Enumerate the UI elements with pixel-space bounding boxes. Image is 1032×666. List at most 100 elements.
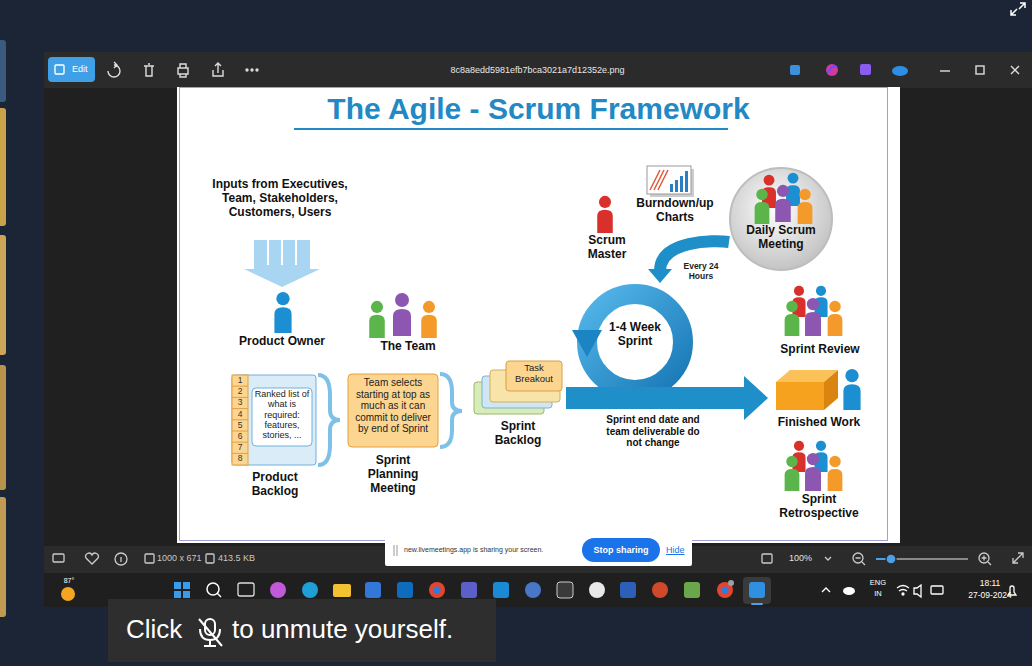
status-bar-icons	[120, 557, 121, 562]
finished-work-icon	[843, 369, 860, 410]
node-text: Team selects starting at top as much as …	[350, 377, 436, 435]
product-owner-icon	[274, 292, 291, 333]
toolbar-icons	[826, 64, 838, 76]
task-cards	[506, 361, 562, 391]
taskbar-app-icon	[429, 582, 445, 598]
taskbar	[743, 577, 771, 604]
tray-icons	[897, 586, 909, 592]
node-text: 1-4 Week Sprint	[600, 321, 670, 349]
taskbar-app-icon	[174, 580, 765, 598]
toolbar-icons	[213, 63, 223, 76]
burndown-chart-icon	[647, 166, 694, 197]
taskbar-app-icon	[620, 582, 636, 598]
taskbar-app-icon	[333, 584, 351, 597]
finished-work-icon	[776, 369, 861, 410]
sprint-review-icon	[785, 286, 843, 336]
image-size: 1000 x 671	[157, 553, 205, 563]
expand-icon	[1011, 3, 1025, 15]
link-label: Hide	[666, 545, 690, 555]
retrospective-icon	[828, 456, 843, 491]
planning-note	[348, 374, 438, 447]
taskbar-app-icon	[589, 582, 605, 598]
daily-scrum-disc	[798, 189, 813, 224]
daily-scrum-disc	[755, 189, 770, 224]
viewer-window	[44, 52, 1032, 573]
row-number: 7	[233, 443, 247, 453]
image-canvas	[294, 128, 728, 130]
status-bar-icons	[86, 553, 99, 564]
sprint-review: Sprint Review	[770, 283, 870, 359]
status-bar-icons	[53, 554, 64, 562]
team-icon	[421, 301, 437, 338]
taskbar-app-icon	[728, 580, 734, 586]
screen-share-bar	[385, 534, 692, 566]
role-node: Product Owner	[232, 288, 332, 354]
taskbar	[61, 587, 75, 601]
thumbnail-strip	[0, 235, 6, 355]
toast-text: to unmute yourself.	[232, 615, 494, 645]
language: ENG	[865, 579, 891, 588]
taskbar-app-icon	[525, 582, 541, 598]
finished-work-icon	[824, 370, 838, 410]
status-bar-icons	[982, 556, 992, 566]
connector-label: Every 24 Hours	[678, 262, 724, 282]
taskbar-app-icon	[174, 591, 181, 598]
toolbar-icons	[1011, 66, 1019, 74]
taskbar-app-icon	[302, 582, 318, 598]
toast-text: Click	[126, 615, 194, 645]
viewer-window	[44, 52, 1032, 573]
temperature: 87°	[58, 577, 80, 585]
team-icon	[369, 293, 437, 338]
image-canvas	[177, 87, 900, 543]
retrospective-icon	[805, 453, 821, 491]
product-backlog-list	[252, 388, 312, 446]
clock-date: 27-09-2024	[958, 591, 1022, 601]
input-arrow	[268, 240, 296, 265]
taskbar-app-icon	[493, 582, 509, 598]
clock-time: 18:11	[970, 579, 1010, 589]
row-number: 1	[233, 376, 247, 386]
thumbnail-strip	[0, 365, 6, 490]
input-arrow	[244, 240, 320, 287]
row-number: 6	[233, 432, 247, 442]
taskbar-app-icon	[557, 582, 573, 598]
thumbnail-strip	[0, 40, 6, 102]
node-text: Scrum Master	[577, 234, 637, 262]
node-text: Inputs from Executives, Team, Stakeholde…	[200, 178, 360, 219]
file-name: 8c8a8edd5981efb7bca3021a7d12352e.png	[430, 65, 645, 75]
screen-share-bar	[385, 534, 692, 566]
taskbar-app-icon	[461, 582, 477, 598]
sprint-arrow	[566, 387, 748, 409]
toolbar-icons	[108, 62, 120, 77]
thumbnail-strip	[0, 497, 6, 617]
taskbar-app-icon	[722, 587, 729, 594]
product-backlog-list	[232, 375, 316, 465]
taskbar-app-icon	[397, 582, 413, 598]
node-text: Product Owner	[232, 335, 332, 349]
button-label: Edit	[72, 64, 94, 74]
node-heading: Sprint Planning Meeting	[358, 454, 428, 495]
diagram-note: Sprint end date and team deliverable do …	[598, 414, 708, 449]
mic-off-icon	[199, 619, 222, 646]
scrum-master: Scrum Master	[577, 192, 637, 268]
toolbar-icons	[976, 66, 984, 74]
burndown-chart-icon	[680, 176, 683, 192]
share-notice: new.livemeetings.app is sharing your scr…	[404, 546, 580, 554]
status-bar-icons	[206, 554, 214, 563]
status-bar-icons	[1013, 553, 1023, 563]
product-backlog-list	[232, 375, 248, 465]
daily-scrum-circle: Daily Scrum Meeting	[729, 167, 833, 271]
diagram-title: The Agile - Scrum Framework	[177, 92, 900, 127]
bracket	[440, 374, 462, 447]
taskbar-app-icon	[183, 591, 190, 598]
node-text: Sprint Retrospective	[776, 493, 862, 521]
scrum-master-icon	[597, 196, 613, 233]
taskbar-app-icon	[434, 587, 441, 594]
team-node: The Team	[358, 290, 458, 358]
taskbar	[751, 603, 763, 605]
node-heading: Sprint Backlog	[488, 420, 548, 448]
product-backlog-list	[232, 375, 316, 465]
connector	[244, 240, 320, 287]
daily-scrum-disc	[775, 185, 791, 222]
row-number: 5	[233, 421, 247, 431]
